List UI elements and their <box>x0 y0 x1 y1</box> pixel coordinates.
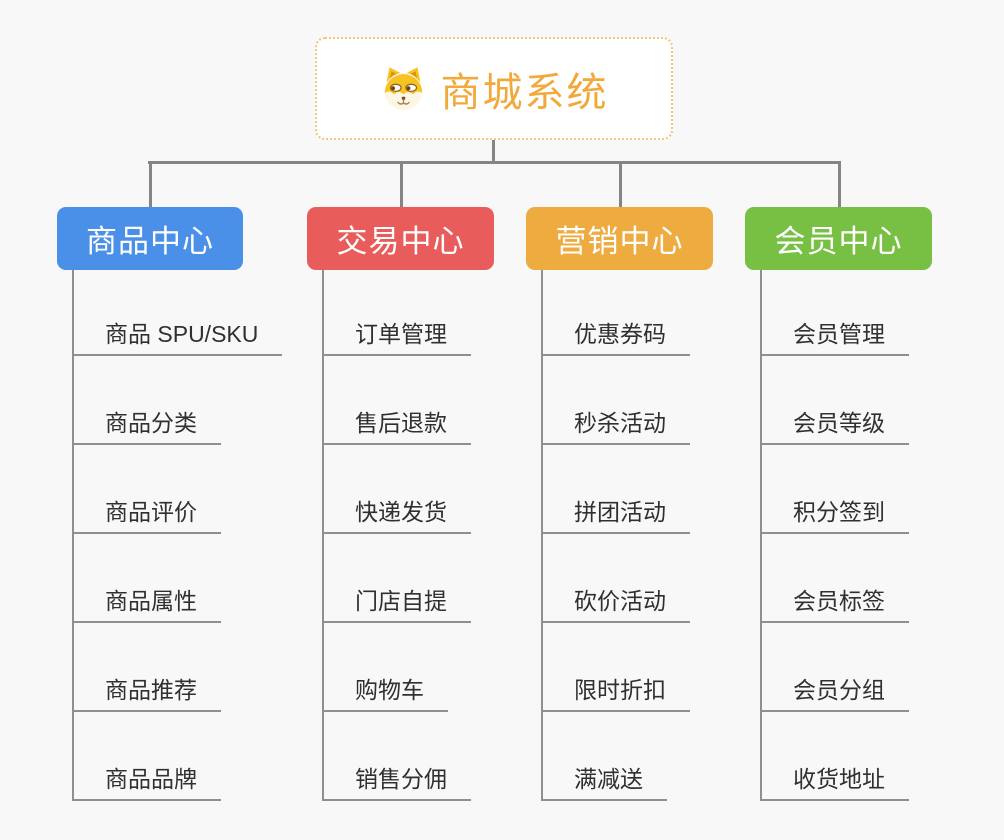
leaf-node-label: 商品 SPU/SKU <box>105 321 259 347</box>
leaf-node[interactable]: 会员标签 <box>760 587 909 623</box>
leaf-node[interactable]: 砍价活动 <box>541 587 690 623</box>
connector-branch-drop <box>149 161 152 207</box>
leaf-node[interactable]: 购物车 <box>322 676 448 712</box>
branch-node[interactable]: 会员中心 <box>745 207 932 270</box>
leaf-node[interactable]: 满减送 <box>541 765 667 801</box>
dog-face-icon <box>380 65 427 112</box>
leaf-node-label: 销售分佣 <box>355 766 447 792</box>
leaf-node[interactable]: 商品分类 <box>72 409 221 445</box>
connector-root-vertical <box>492 139 495 164</box>
connector-branch-drop <box>400 161 403 207</box>
leaf-node-label: 会员分组 <box>793 677 885 703</box>
leaf-node[interactable]: 会员管理 <box>760 320 909 356</box>
connector-branch-vline <box>760 270 762 801</box>
leaf-node-label: 订单管理 <box>355 321 447 347</box>
leaf-node[interactable]: 商品属性 <box>72 587 221 623</box>
leaf-node[interactable]: 会员等级 <box>760 409 909 445</box>
leaf-node[interactable]: 限时折扣 <box>541 676 690 712</box>
leaf-node[interactable]: 商品品牌 <box>72 765 221 801</box>
leaf-node[interactable]: 快递发货 <box>322 498 471 534</box>
leaf-node-label: 秒杀活动 <box>574 410 666 436</box>
connector-branch-vline <box>322 270 324 801</box>
leaf-node-label: 商品推荐 <box>105 677 197 703</box>
leaf-node-label: 收货地址 <box>793 766 885 792</box>
leaf-node[interactable]: 订单管理 <box>322 320 471 356</box>
leaf-node-label: 会员管理 <box>793 321 885 347</box>
leaf-node-label: 满减送 <box>574 766 643 792</box>
leaf-node-label: 砍价活动 <box>574 588 666 614</box>
branch-node[interactable]: 营销中心 <box>526 207 713 270</box>
connector-bus-horizontal <box>148 161 840 164</box>
connector-branch-drop <box>838 161 841 207</box>
leaf-node[interactable]: 会员分组 <box>760 676 909 712</box>
root-node[interactable]: 商城系统 <box>315 37 673 140</box>
leaf-node[interactable]: 秒杀活动 <box>541 409 690 445</box>
leaf-node-label: 商品品牌 <box>105 766 197 792</box>
leaf-node-label: 商品评价 <box>105 499 197 525</box>
branch-node-label: 会员中心 <box>774 224 903 259</box>
root-node-label: 商城系统 <box>440 70 609 115</box>
branch-node-label: 营销中心 <box>555 224 684 259</box>
connector-branch-vline <box>541 270 543 801</box>
branch-node[interactable]: 商品中心 <box>57 207 243 270</box>
connector-branch-vline <box>72 270 74 801</box>
leaf-node-label: 优惠券码 <box>574 321 666 347</box>
leaf-node-label: 售后退款 <box>355 410 447 436</box>
leaf-node[interactable]: 门店自提 <box>322 587 471 623</box>
leaf-node[interactable]: 商品评价 <box>72 498 221 534</box>
leaf-node-label: 购物车 <box>355 677 424 703</box>
leaf-node[interactable]: 销售分佣 <box>322 765 471 801</box>
leaf-node-label: 会员等级 <box>793 410 885 436</box>
connector-branch-drop <box>619 161 622 207</box>
leaf-node[interactable]: 商品 SPU/SKU <box>72 320 283 356</box>
leaf-node-label: 限时折扣 <box>574 677 666 703</box>
leaf-node-label: 积分签到 <box>793 499 885 525</box>
leaf-node-label: 门店自提 <box>355 588 447 614</box>
leaf-node[interactable]: 拼团活动 <box>541 498 690 534</box>
leaf-node[interactable]: 售后退款 <box>322 409 471 445</box>
branch-node-label: 商品中心 <box>86 224 214 259</box>
leaf-node[interactable]: 积分签到 <box>760 498 909 534</box>
leaf-node-label: 商品属性 <box>105 588 197 614</box>
leaf-node-label: 会员标签 <box>793 588 885 614</box>
leaf-node-label: 拼团活动 <box>574 499 666 525</box>
branch-node-label: 交易中心 <box>336 224 465 259</box>
leaf-node[interactable]: 优惠券码 <box>541 320 690 356</box>
leaf-node-label: 商品分类 <box>105 410 197 436</box>
leaf-node[interactable]: 商品推荐 <box>72 676 221 712</box>
branch-node[interactable]: 交易中心 <box>307 207 494 270</box>
leaf-node-label: 快递发货 <box>355 499 447 525</box>
leaf-node[interactable]: 收货地址 <box>760 765 909 801</box>
